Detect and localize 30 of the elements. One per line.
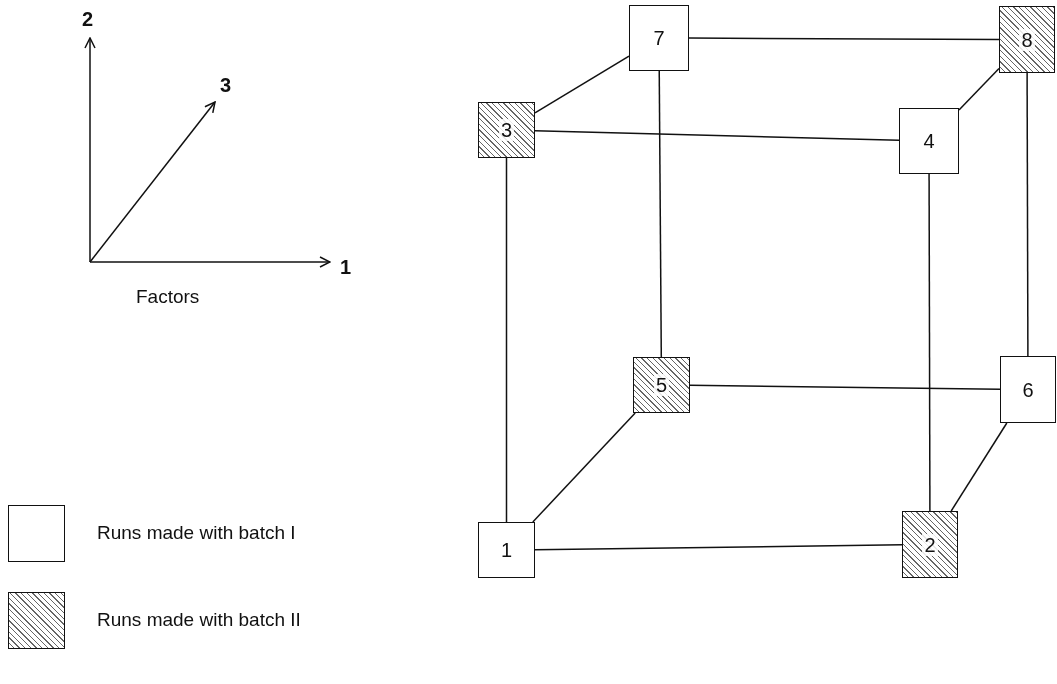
connector-line [950, 422, 1008, 512]
connector-line [958, 67, 1000, 111]
run-box [1000, 356, 1056, 423]
connector-line [532, 412, 636, 523]
connector-line [534, 55, 630, 114]
connector-line [688, 37, 1000, 41]
connector-line [928, 173, 931, 512]
hatched-run-box [633, 357, 690, 413]
run-number: 3 [498, 119, 515, 141]
run-number: 8 [1019, 28, 1035, 51]
axis-label: 1 [340, 256, 352, 279]
axis-label: 2 [82, 8, 94, 31]
connector-line [658, 70, 663, 358]
connector-line [534, 130, 900, 141]
hatched-run-box [478, 102, 535, 158]
hatched-run-box [902, 511, 958, 578]
axis-label: 3 [220, 74, 232, 97]
run-box [478, 522, 535, 578]
connector-line [505, 157, 508, 523]
connector-line [534, 544, 903, 551]
axis-caption: Factors [136, 286, 200, 308]
connector-line [689, 384, 1001, 390]
run-box [629, 5, 689, 71]
run-box [899, 108, 959, 174]
hatched-run-box [999, 6, 1055, 73]
run-number: 5 [653, 374, 670, 396]
connector-line [1026, 72, 1029, 357]
run-number: 2 [922, 533, 938, 556]
legend-label: Runs made with batch I [97, 522, 296, 544]
legend-label: Runs made with batch II [97, 609, 301, 631]
